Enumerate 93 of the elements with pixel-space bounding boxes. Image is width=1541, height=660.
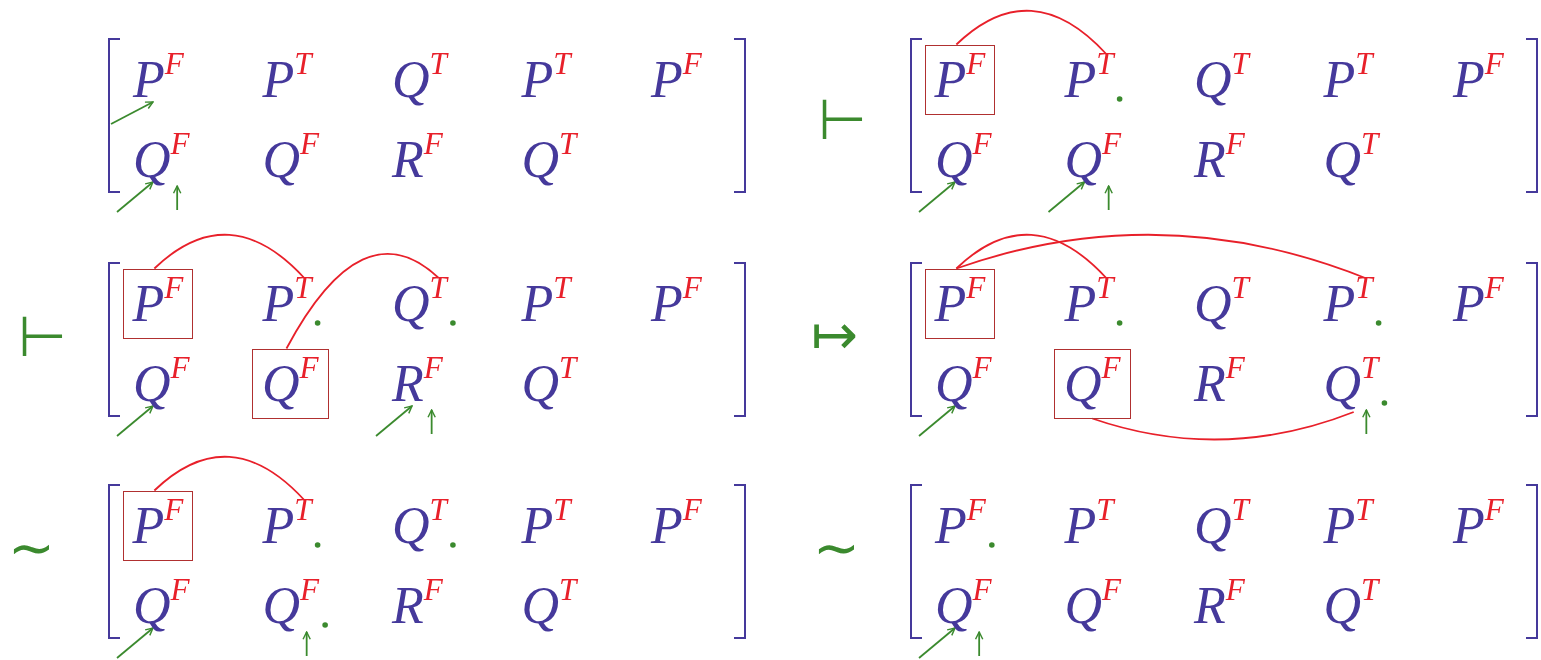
arrow: [172, 185, 182, 211]
arrow: [918, 627, 956, 659]
math-term: Q$^{T}$: [521, 580, 577, 632]
math-term: P$^{F}$: [1453, 500, 1504, 552]
arc-connector: [955, 234, 1108, 279]
arrow: [918, 405, 956, 437]
math-term: Q$^{F}$: [262, 357, 319, 410]
arrow: [116, 181, 154, 213]
highlight-box: [924, 268, 996, 339]
arrow: [918, 181, 956, 213]
math-term: P$^{T}$: [262, 500, 312, 552]
math-term: P$^{T}$: [1064, 278, 1114, 330]
math-term: Q$^{T}$: [392, 54, 447, 106]
arrow: [1362, 409, 1371, 435]
math-term: P$^{T}$: [1323, 500, 1373, 552]
math-term: P$^{F}$: [132, 499, 184, 552]
arrow: [116, 405, 154, 437]
math-term: Q$^{F}$: [133, 580, 190, 632]
arrow: [974, 631, 984, 657]
operator-symbol: ↦: [811, 307, 858, 363]
matrix-bracket: [910, 38, 1538, 193]
math-term: Q$^{T}$: [1323, 358, 1379, 410]
highlight-box: [1054, 348, 1131, 419]
operator-symbol: ∼: [813, 520, 860, 576]
arc-connector: [285, 252, 440, 350]
arrow: [1104, 185, 1113, 211]
math-term: Q$^{T}$: [392, 500, 447, 552]
arc-connector: [1091, 411, 1355, 441]
arc-connector: [955, 10, 1108, 55]
math-term: R$^{F}$: [1194, 358, 1245, 410]
math-term: Q$^{T}$: [1194, 500, 1249, 552]
math-term: Q$^{F}$: [262, 580, 320, 632]
arc-connector: [153, 456, 306, 501]
math-term: R$^{F}$: [392, 580, 443, 632]
arrow: [375, 405, 413, 437]
math-term: Q$^{F}$: [133, 358, 190, 410]
arc-connector: [955, 234, 1367, 279]
math-term: Q$^{F}$: [935, 580, 992, 632]
math-term: P$^{T}$: [521, 500, 571, 552]
arrow: [302, 631, 311, 657]
math-term: Q$^{F}$: [935, 134, 992, 186]
matrix-bracket: [108, 484, 746, 639]
math-term: P$^{F}$: [935, 500, 986, 552]
highlight-box: [252, 348, 329, 419]
math-term: P$^{T}$: [521, 278, 571, 330]
math-term: P$^{T}$: [1064, 54, 1114, 106]
math-term: R$^{F}$: [1194, 134, 1245, 186]
math-term: P$^{T}$: [521, 54, 571, 106]
math-term: Q$^{T}$: [1194, 54, 1249, 106]
operator-symbol: ⊢: [818, 92, 867, 148]
highlight-box: [122, 490, 194, 561]
highlight-box: [924, 44, 996, 115]
math-term: Q$^{F}$: [1064, 134, 1122, 186]
math-term: Q$^{F}$: [262, 134, 320, 186]
math-term: P$^{T}$: [262, 278, 312, 330]
math-term: P$^{F}$: [1453, 54, 1504, 106]
arc-connector: [153, 234, 306, 279]
math-term: P$^{F}$: [1453, 278, 1504, 330]
math-term: Q$^{F}$: [935, 358, 992, 410]
arrow: [1047, 181, 1086, 213]
math-term: P$^{F}$: [934, 53, 986, 106]
math-term: Q$^{F}$: [133, 134, 190, 186]
matrix-bracket: [910, 484, 1538, 639]
math-term: Q$^{F}$: [1064, 357, 1121, 410]
math-term: Q$^{T}$: [521, 134, 577, 186]
arrow: [116, 627, 154, 659]
math-term: P$^{T}$: [1323, 54, 1373, 106]
arrow: [110, 101, 154, 125]
math-term: Q$^{T}$: [1194, 278, 1249, 330]
math-term: Q$^{T}$: [521, 358, 577, 410]
math-term: R$^{F}$: [392, 134, 443, 186]
math-term: R$^{F}$: [392, 358, 443, 410]
operator-symbol: ∼: [8, 520, 55, 576]
arrow: [427, 409, 436, 435]
math-term: R$^{F}$: [1194, 580, 1245, 632]
highlight-box: [122, 268, 194, 339]
math-term: P$^{F}$: [133, 54, 184, 106]
math-term: Q$^{T}$: [392, 278, 447, 330]
math-term: P$^{T}$: [262, 54, 312, 106]
math-term: P$^{F}$: [651, 278, 702, 330]
math-term: Q$^{F}$: [1064, 580, 1122, 632]
math-term: P$^{T}$: [1323, 278, 1373, 330]
math-term: P$^{F}$: [651, 500, 702, 552]
math-term: P$^{F}$: [651, 54, 702, 106]
math-term: P$^{T}$: [1064, 500, 1114, 552]
math-term: P$^{F}$: [132, 277, 184, 330]
matrix-bracket: [910, 262, 1538, 417]
matrix-bracket: [108, 38, 746, 193]
math-term: P$^{F}$: [934, 277, 986, 330]
math-term: Q$^{T}$: [1323, 134, 1379, 186]
operator-symbol: ⊢: [18, 309, 67, 365]
math-term: Q$^{T}$: [1323, 580, 1379, 632]
matrix-bracket: [108, 262, 746, 417]
